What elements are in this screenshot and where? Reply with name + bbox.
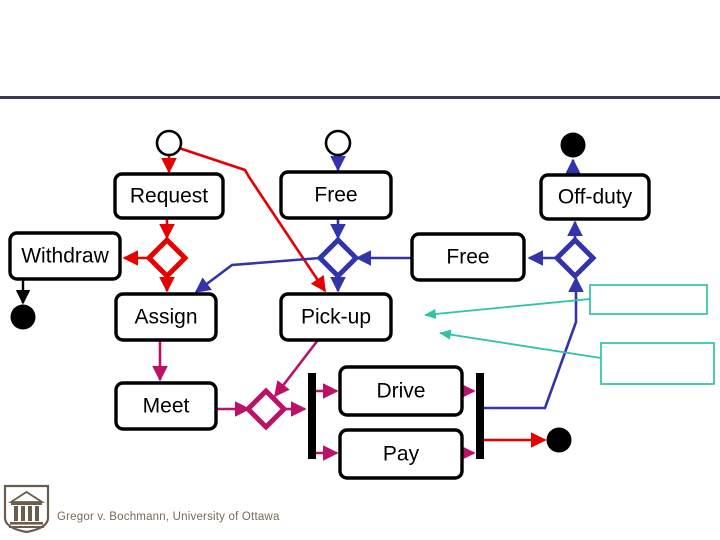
state-node-pickup[interactable]: Pick-up bbox=[279, 292, 393, 342]
state-node-assign[interactable]: Assign bbox=[114, 292, 218, 342]
initial-node-free bbox=[324, 129, 352, 157]
final-node-withdraw bbox=[10, 304, 36, 330]
final-node-offduty bbox=[560, 132, 586, 158]
state-label-assign: Assign bbox=[134, 306, 197, 329]
fork-bar bbox=[308, 373, 316, 459]
decision-node-request bbox=[145, 236, 189, 280]
state-label-pay: Pay bbox=[383, 443, 420, 466]
callout-leader-upper bbox=[424, 298, 591, 319]
edge-pickup-to-decisionmeet bbox=[273, 339, 320, 398]
fork-join-bars bbox=[308, 373, 484, 459]
state-label-request: Request bbox=[130, 185, 208, 208]
final-node-pay bbox=[546, 427, 572, 453]
initial-node-request bbox=[155, 129, 183, 157]
state-label-pickup: Pick-up bbox=[301, 306, 371, 329]
edge-join-to-decisionoffduty bbox=[484, 276, 584, 410]
decision-node-offduty bbox=[553, 236, 597, 280]
state-label-free-top: Free bbox=[314, 184, 357, 207]
decision-node-free bbox=[316, 236, 360, 280]
state-node-meet[interactable]: Meet bbox=[114, 381, 218, 431]
annotation-callouts bbox=[589, 284, 715, 385]
callout-leader-lower bbox=[439, 329, 602, 359]
state-node-free-mid[interactable]: Free bbox=[410, 232, 526, 282]
header-divider-rule bbox=[0, 96, 720, 99]
state-nodes: Request Free Off-duty Withdraw Free Assi… bbox=[8, 170, 651, 480]
state-label-withdraw: Withdraw bbox=[21, 245, 109, 268]
state-label-drive: Drive bbox=[376, 380, 425, 403]
state-node-request[interactable]: Request bbox=[113, 172, 225, 220]
callout-box-upper[interactable] bbox=[589, 284, 708, 315]
state-label-free-mid: Free bbox=[446, 246, 489, 269]
edge-init-to-pickup bbox=[178, 146, 327, 293]
state-node-offduty[interactable]: Off-duty bbox=[539, 173, 651, 221]
state-label-offduty: Off-duty bbox=[558, 186, 633, 209]
callout-box-lower[interactable] bbox=[600, 342, 715, 385]
decision-nodes bbox=[145, 236, 597, 431]
state-node-drive[interactable]: Drive bbox=[338, 365, 464, 417]
university-of-ottawa-crest-icon bbox=[3, 484, 50, 534]
state-node-free-top[interactable]: Free bbox=[279, 170, 393, 220]
edge-decisionfree-to-assign bbox=[194, 256, 321, 294]
state-label-meet: Meet bbox=[143, 395, 190, 418]
decision-node-meet bbox=[244, 387, 288, 431]
footer-credit: Gregor v. Bochmann, University of Ottawa bbox=[57, 511, 280, 523]
pseudo-nodes bbox=[10, 129, 586, 453]
state-node-pay[interactable]: Pay bbox=[338, 428, 464, 480]
join-bar bbox=[476, 373, 484, 459]
state-node-withdraw[interactable]: Withdraw bbox=[8, 231, 122, 281]
